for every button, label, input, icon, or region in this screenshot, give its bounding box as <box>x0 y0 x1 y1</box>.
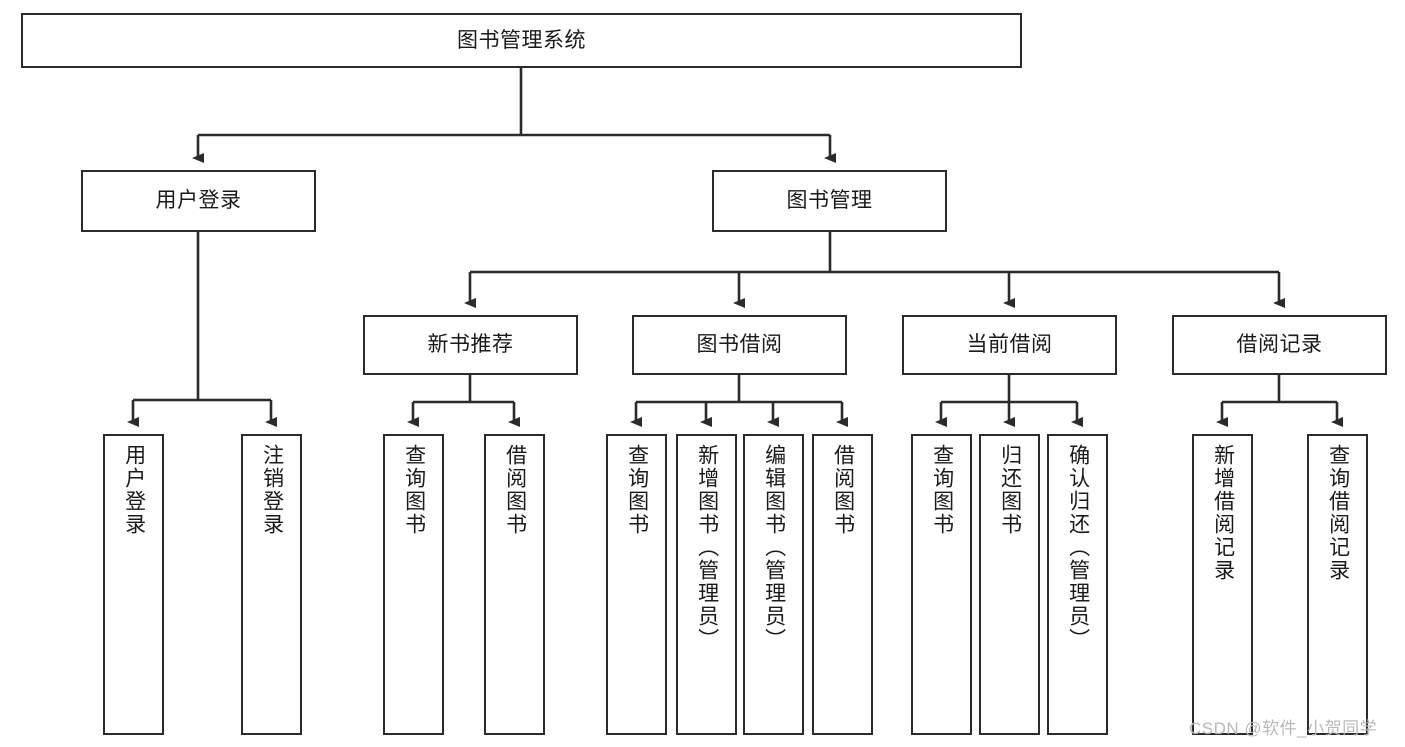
leaf-record-query-label: 查询借阅记录 <box>1326 444 1350 582</box>
leaf-current-confirm-return-label: 确认归还（管理员） <box>1066 444 1090 651</box>
node-root-label: 图书管理系统 <box>457 28 586 52</box>
leaf-record-query[interactable]: 查询借阅记录 <box>1307 434 1368 735</box>
leaf-current-confirm-return[interactable]: 确认归还（管理员） <box>1047 434 1108 735</box>
leaf-new-book-query[interactable]: 查询图书 <box>383 434 444 735</box>
leaf-current-query-book-label: 查询图书 <box>930 444 954 536</box>
leaf-borrow-add-book[interactable]: 新增图书（管理员） <box>676 434 737 735</box>
leaf-borrow-edit-book-label: 编辑图书（管理员） <box>762 444 786 651</box>
leaf-record-add[interactable]: 新增借阅记录 <box>1192 434 1253 735</box>
node-new-book-recommend-label: 新书推荐 <box>427 333 514 357</box>
leaf-new-book-borrow[interactable]: 借阅图书 <box>484 434 545 735</box>
leaf-borrow-query-book-label: 查询图书 <box>625 444 649 536</box>
leaf-user-login-login[interactable]: 用户登录 <box>103 434 164 735</box>
node-user-login-label: 用户登录 <box>155 189 242 213</box>
leaf-borrow-borrow-book-label: 借阅图书 <box>831 444 855 536</box>
node-borrow-record[interactable]: 借阅记录 <box>1172 315 1387 375</box>
leaf-record-add-label: 新增借阅记录 <box>1211 444 1235 582</box>
leaf-new-book-query-label: 查询图书 <box>402 444 426 536</box>
node-book-borrow[interactable]: 图书借阅 <box>632 315 847 375</box>
leaf-borrow-add-book-label: 新增图书（管理员） <box>695 444 719 651</box>
leaf-borrow-query-book[interactable]: 查询图书 <box>606 434 667 735</box>
node-book-management-label: 图书管理 <box>786 189 873 213</box>
leaf-borrow-borrow-book[interactable]: 借阅图书 <box>812 434 873 735</box>
node-borrow-record-label: 借阅记录 <box>1236 333 1323 357</box>
leaf-user-login-login-label: 用户登录 <box>122 444 146 536</box>
leaf-new-book-borrow-label: 借阅图书 <box>503 444 527 536</box>
leaf-current-return-book[interactable]: 归还图书 <box>979 434 1040 735</box>
leaf-borrow-edit-book[interactable]: 编辑图书（管理员） <box>743 434 804 735</box>
node-book-borrow-label: 图书借阅 <box>696 333 783 357</box>
node-root[interactable]: 图书管理系统 <box>21 13 1022 68</box>
leaf-user-login-logout[interactable]: 注销登录 <box>241 434 302 735</box>
leaf-user-login-logout-label: 注销登录 <box>260 444 284 536</box>
node-new-book-recommend[interactable]: 新书推荐 <box>363 315 578 375</box>
leaf-current-return-book-label: 归还图书 <box>998 444 1022 536</box>
node-current-borrow-label: 当前借阅 <box>966 333 1053 357</box>
node-current-borrow[interactable]: 当前借阅 <box>902 315 1117 375</box>
leaf-current-query-book[interactable]: 查询图书 <box>911 434 972 735</box>
node-book-management[interactable]: 图书管理 <box>712 170 947 232</box>
node-user-login[interactable]: 用户登录 <box>81 170 316 232</box>
